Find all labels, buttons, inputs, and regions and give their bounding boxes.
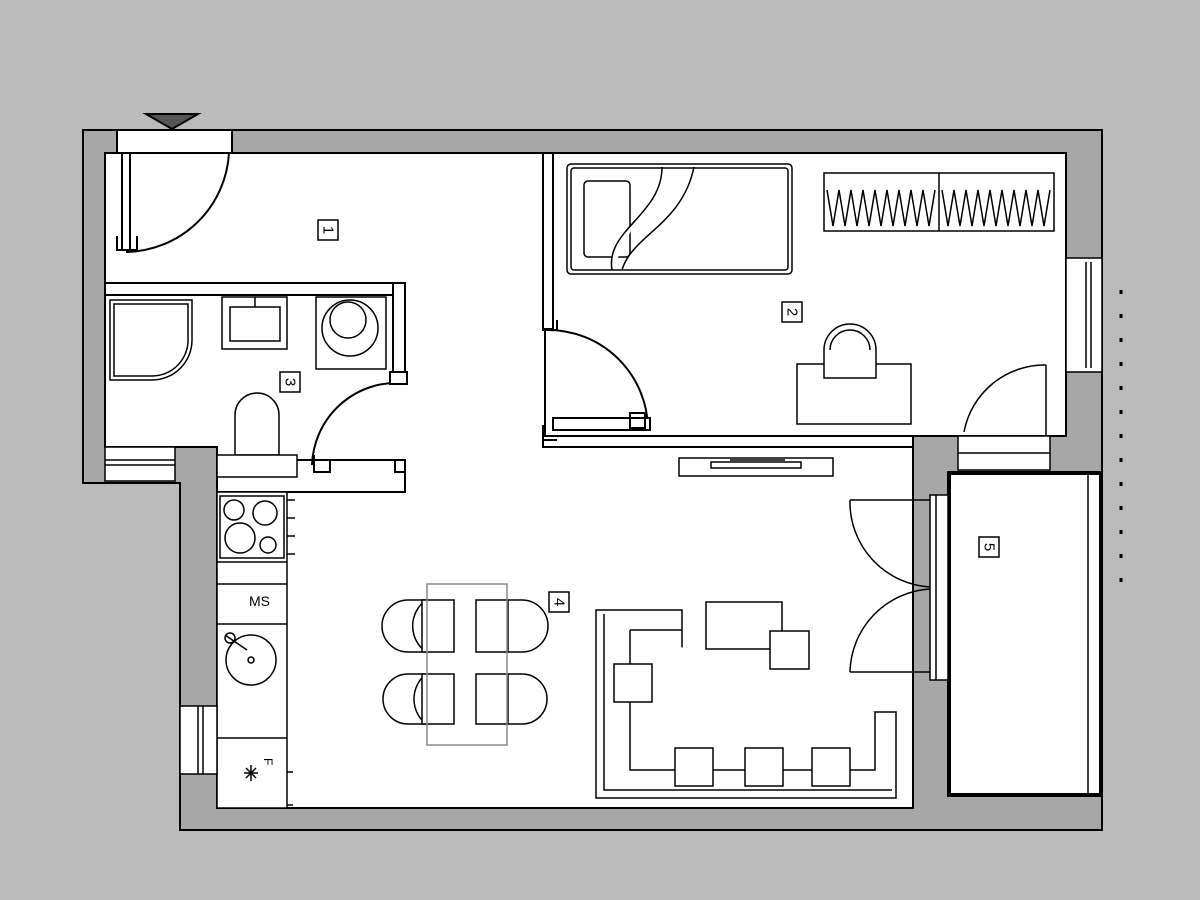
living-balcony-door[interactable] xyxy=(849,494,949,681)
coffee-tables xyxy=(705,601,810,670)
microwave-label: MS xyxy=(249,593,270,609)
tv-unit xyxy=(678,457,834,477)
room-number: 3 xyxy=(282,378,299,386)
bedroom-door[interactable] xyxy=(542,320,651,441)
room-label-4: 4 xyxy=(548,591,570,613)
room-label-5: 5 xyxy=(978,536,1000,558)
fridge-label: F xyxy=(261,758,275,765)
bedroom-balcony-door[interactable] xyxy=(957,364,1051,471)
kitchen-window xyxy=(179,705,218,775)
room-number: 1 xyxy=(320,226,337,234)
room-number: 5 xyxy=(981,543,998,551)
toilet xyxy=(234,392,280,456)
bed xyxy=(566,163,793,275)
room-label-3: 3 xyxy=(279,371,301,393)
entrance-door[interactable] xyxy=(116,129,233,253)
kitchen-counter xyxy=(216,491,295,809)
room-number: 4 xyxy=(551,598,568,606)
bathroom-door[interactable] xyxy=(311,371,408,473)
dining-set xyxy=(381,599,549,725)
room-label-2: 2 xyxy=(781,301,803,323)
desk xyxy=(796,323,912,425)
dining-table xyxy=(426,583,508,746)
bathroom-walls xyxy=(104,282,406,493)
radiator xyxy=(823,172,1055,232)
bathroom-fixtures xyxy=(109,296,387,478)
entrance-marker-icon xyxy=(142,113,202,131)
room-number: 2 xyxy=(784,308,801,316)
room-label-1: 1 xyxy=(317,219,339,241)
bedroom-window xyxy=(1065,257,1103,373)
window-icon xyxy=(104,446,176,482)
sofa xyxy=(595,609,897,799)
snowflake-icon xyxy=(244,765,258,781)
